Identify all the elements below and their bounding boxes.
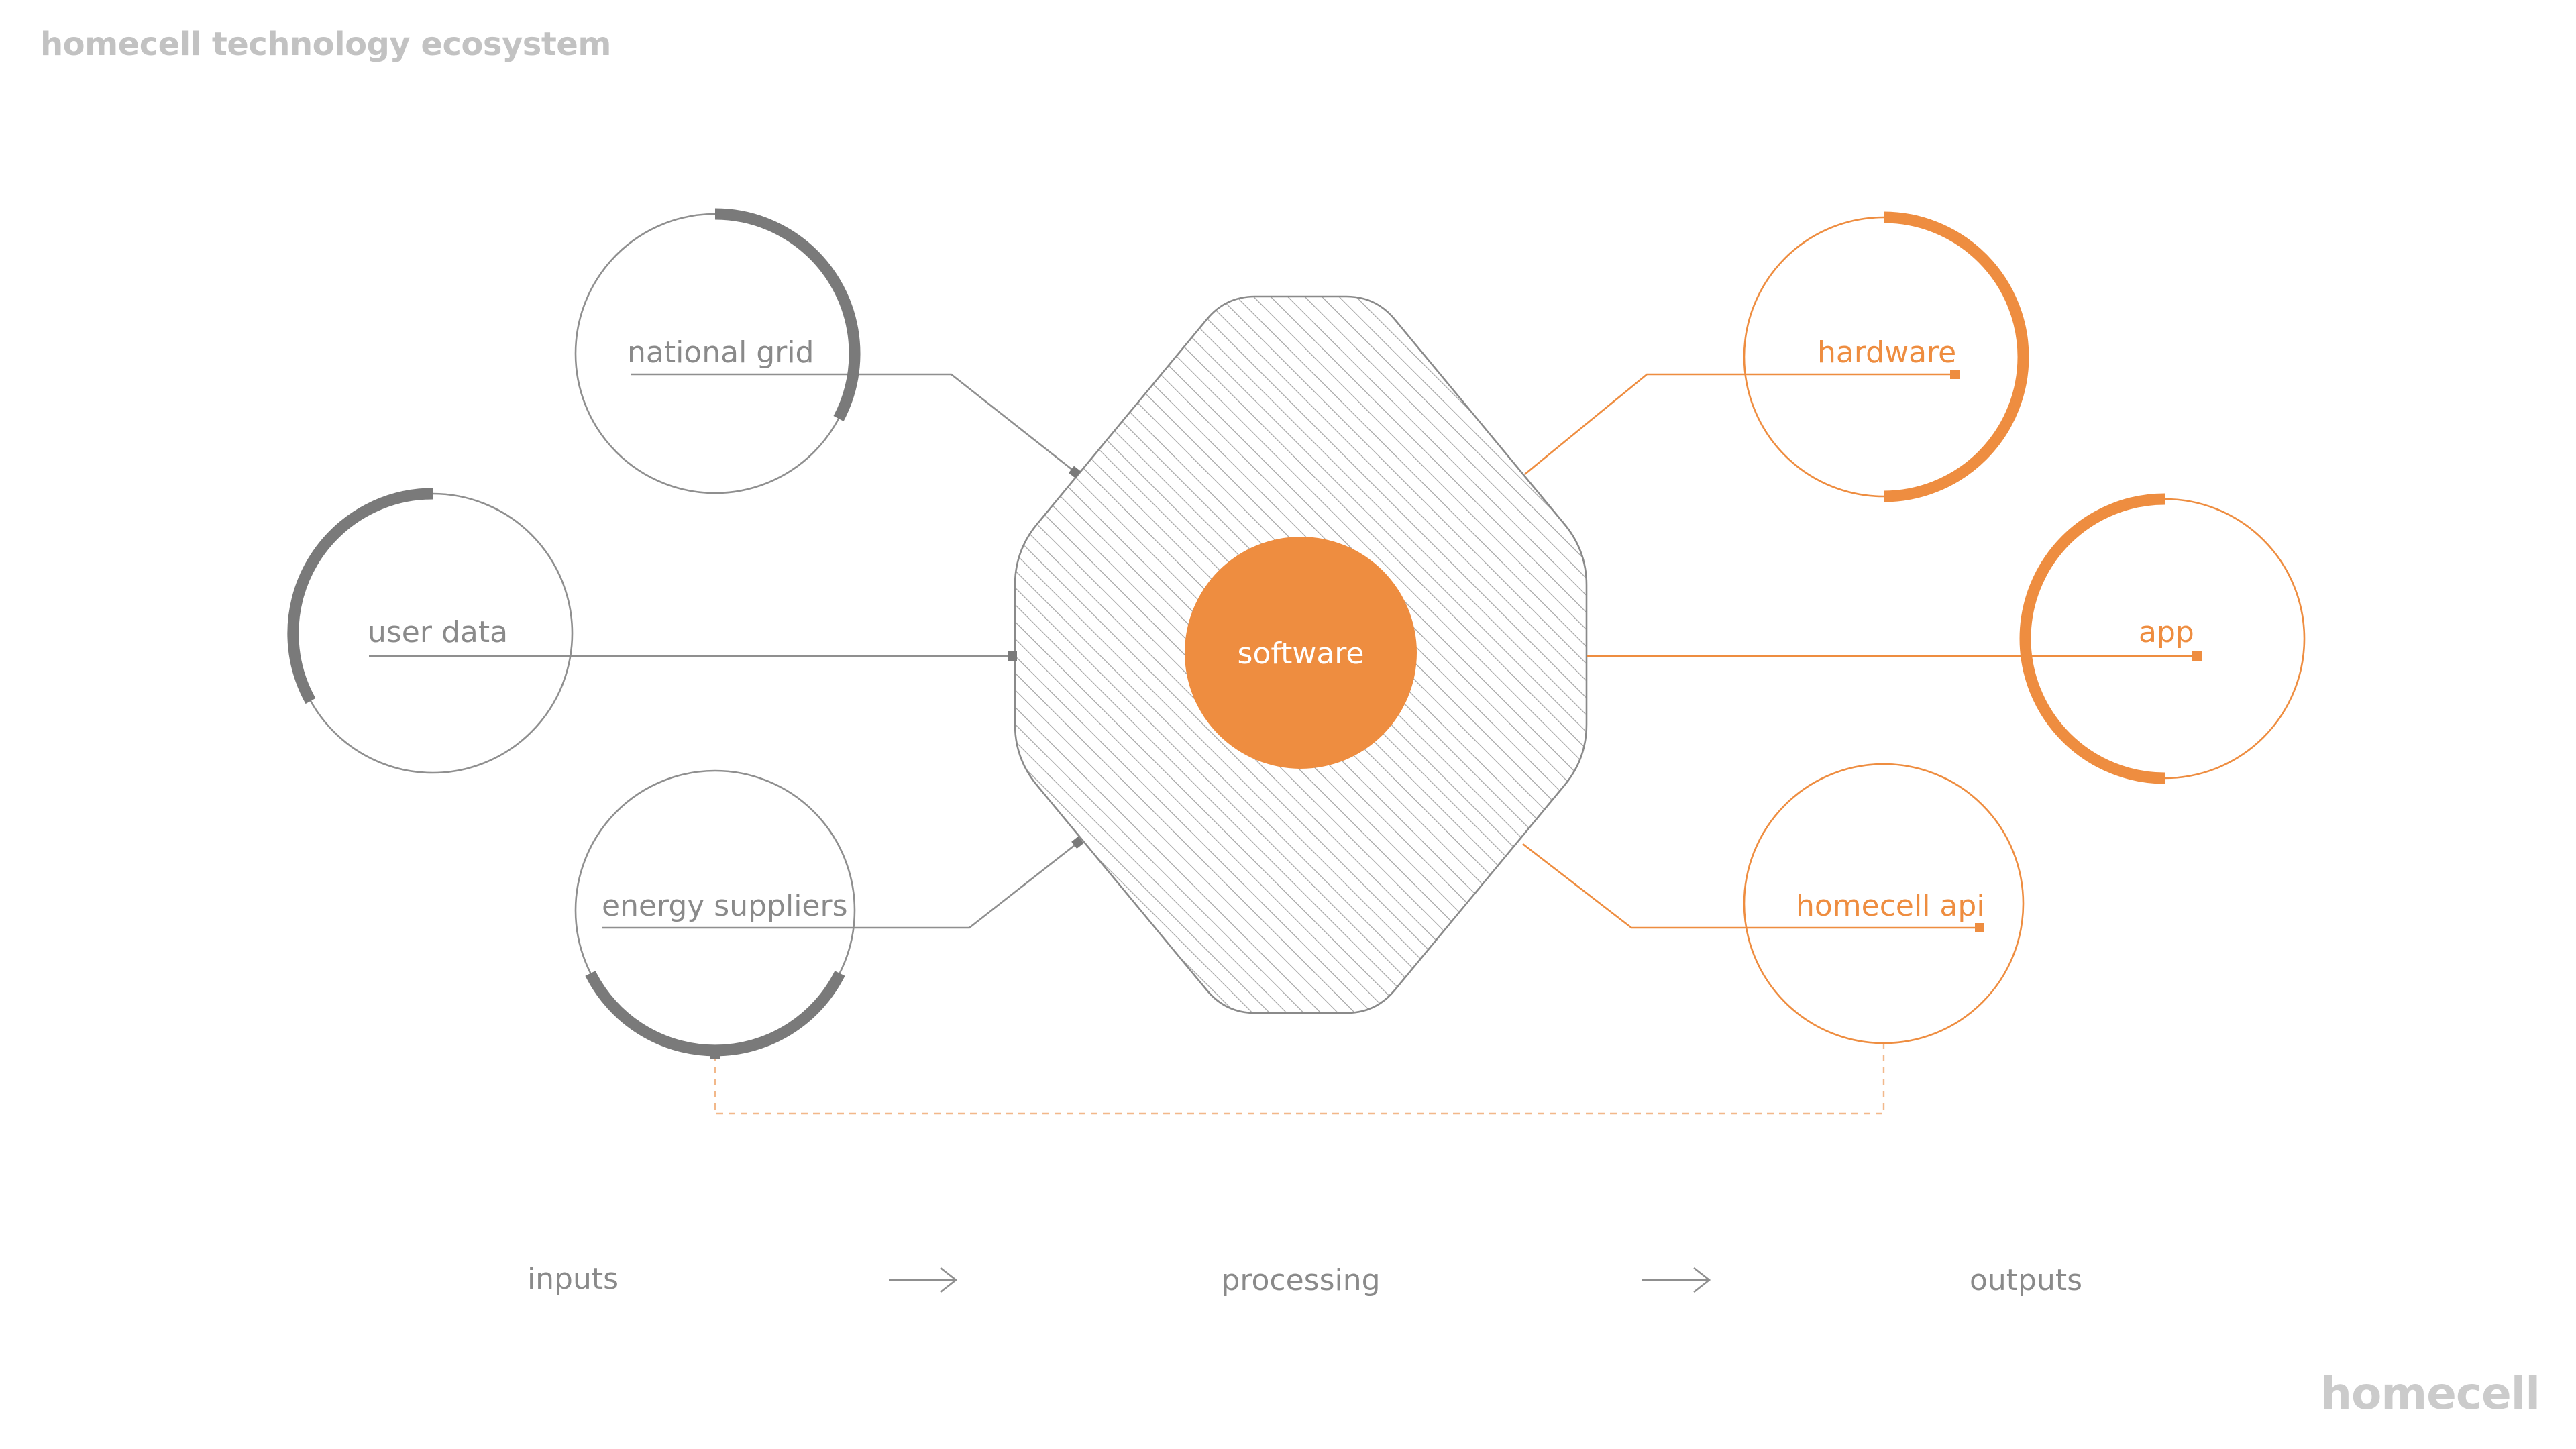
connector-markers — [710, 370, 2202, 1059]
node-label: hardware — [1817, 335, 1956, 370]
long-right-arrow-icon — [889, 1267, 958, 1293]
marker-app — [2192, 651, 2202, 661]
input-node-energy-suppliers: energy suppliers — [574, 769, 856, 1057]
output-connectors — [1522, 373, 2197, 929]
node-accent-arc — [585, 971, 845, 1057]
marker-energy-suppliers — [1071, 836, 1084, 849]
connector-homecell-api — [1522, 843, 1980, 929]
node-accent-arc — [287, 488, 433, 704]
node-accent-arc — [714, 208, 861, 421]
node-ring — [1743, 763, 2025, 1044]
software-circle — [1185, 537, 1417, 769]
node-label: national grid — [627, 335, 814, 370]
flow-legend: inputs processing outputs — [527, 1262, 2082, 1297]
node-label: homecell api — [1796, 889, 1985, 923]
marker-hardware — [1950, 370, 1960, 379]
connector-national-grid — [631, 373, 1075, 473]
flow-stage-outputs: outputs — [1970, 1263, 2082, 1297]
flow-stage-inputs: inputs — [527, 1262, 619, 1296]
marker-homecell-api — [1975, 923, 1984, 932]
node-label: energy suppliers — [602, 889, 848, 923]
software-core: software — [1185, 537, 1417, 769]
node-accent-arc — [2019, 493, 2165, 784]
homecell-logo: homecell — [2320, 1368, 2540, 1419]
node-label: user data — [368, 615, 508, 649]
feedback-dashed-line — [714, 1043, 1885, 1115]
input-node-national-grid: national grid — [574, 208, 861, 494]
output-node-hardware: hardware — [1743, 211, 2029, 502]
long-right-arrow-icon — [1642, 1267, 1711, 1293]
input-connectors — [369, 373, 1079, 929]
input-node-user-data: user data — [287, 488, 574, 774]
marker-user-data — [1008, 651, 1017, 661]
software-label: software — [1238, 637, 1364, 671]
node-label: app — [2139, 615, 2194, 649]
output-node-app: app — [2019, 493, 2306, 784]
node-accent-arc — [1883, 211, 2029, 502]
page-title: homecell technology ecosystem — [40, 25, 611, 63]
flow-stage-processing: processing — [1221, 1263, 1380, 1297]
output-node-homecell-api: homecell api — [1743, 763, 2025, 1044]
connector-hardware — [1524, 373, 1955, 476]
marker-national-grid — [1068, 466, 1081, 478]
connector-energy-suppliers — [602, 841, 1079, 929]
